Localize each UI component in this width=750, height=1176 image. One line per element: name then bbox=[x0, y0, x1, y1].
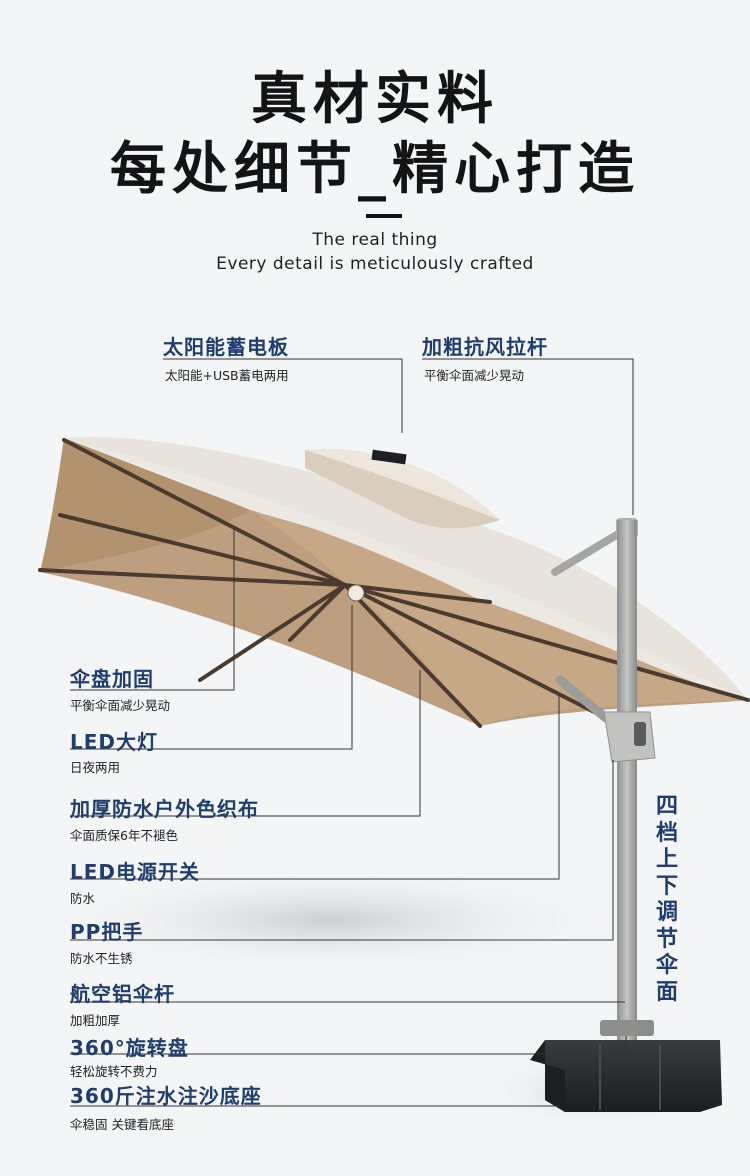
tilt-mechanism bbox=[603, 711, 656, 763]
feature-desc-fabric: 伞面质保6年不褪色 bbox=[70, 828, 178, 843]
led-light bbox=[347, 584, 365, 602]
feature-desc-led: 日夜两用 bbox=[70, 760, 121, 775]
leader-handle bbox=[70, 760, 614, 941]
feature-desc-arm: 平衡伞面减少晃动 bbox=[424, 368, 525, 383]
subtitle-line-2: Every detail is meticulously crafted bbox=[216, 254, 534, 274]
vent-canopy bbox=[305, 449, 500, 529]
leader-solar bbox=[163, 358, 403, 433]
feature-label-arm: 加粗抗风拉杆 bbox=[422, 335, 548, 359]
ground-shadow bbox=[30, 865, 630, 975]
subtitle-line-1: The real thing bbox=[312, 230, 438, 250]
feature-label-switch: LED电源开关 bbox=[70, 860, 201, 884]
headline-line-2: 每处细节_精心打造 bbox=[110, 137, 640, 202]
vertical-adjust-note: 四档上下调节伞面 bbox=[655, 794, 678, 1005]
feature-desc-solar: 太阳能+USB蓄电两用 bbox=[165, 368, 289, 383]
aluminium-pole bbox=[617, 520, 637, 1060]
leader-reinforce bbox=[70, 530, 235, 691]
headline-divider bbox=[366, 214, 402, 218]
leader-switch bbox=[70, 695, 560, 880]
feature-label-solar: 太阳能蓄电板 bbox=[163, 335, 289, 359]
main-arm bbox=[555, 675, 611, 723]
feature-desc-pole: 加粗加厚 bbox=[70, 1013, 121, 1028]
feature-desc-base: 伞稳固 关键看底座 bbox=[70, 1117, 174, 1132]
headline-line-1: 真材实料 bbox=[251, 67, 499, 132]
feature-desc-switch: 防水 bbox=[70, 891, 96, 906]
leader-rotation bbox=[70, 1036, 627, 1055]
feature-label-handle: PP把手 bbox=[70, 920, 144, 944]
leader-fabric bbox=[70, 670, 421, 817]
feature-desc-rotation: 轻松旋转不费力 bbox=[70, 1064, 158, 1079]
support-arm bbox=[551, 524, 632, 576]
canopy-top bbox=[64, 438, 748, 700]
feature-label-reinforce: 伞盘加固 bbox=[70, 667, 154, 691]
feature-label-fabric: 加厚防水户外色织布 bbox=[70, 797, 259, 821]
feature-desc-handle: 防水不生锈 bbox=[70, 951, 133, 966]
leader-led bbox=[70, 605, 353, 750]
feature-label-pole: 航空铝伞杆 bbox=[70, 982, 175, 1006]
feature-desc-reinforce: 平衡伞面减少晃动 bbox=[70, 698, 171, 713]
solar-panel bbox=[371, 449, 407, 465]
water-sand-base bbox=[545, 1040, 722, 1112]
feature-label-base: 360斤注水注沙底座 bbox=[70, 1084, 262, 1108]
feature-label-led: LED大灯 bbox=[70, 730, 159, 754]
rotation-disc bbox=[600, 1020, 654, 1036]
feature-label-rotation: 360°旋转盘 bbox=[70, 1036, 189, 1060]
leader-arm bbox=[422, 358, 634, 515]
